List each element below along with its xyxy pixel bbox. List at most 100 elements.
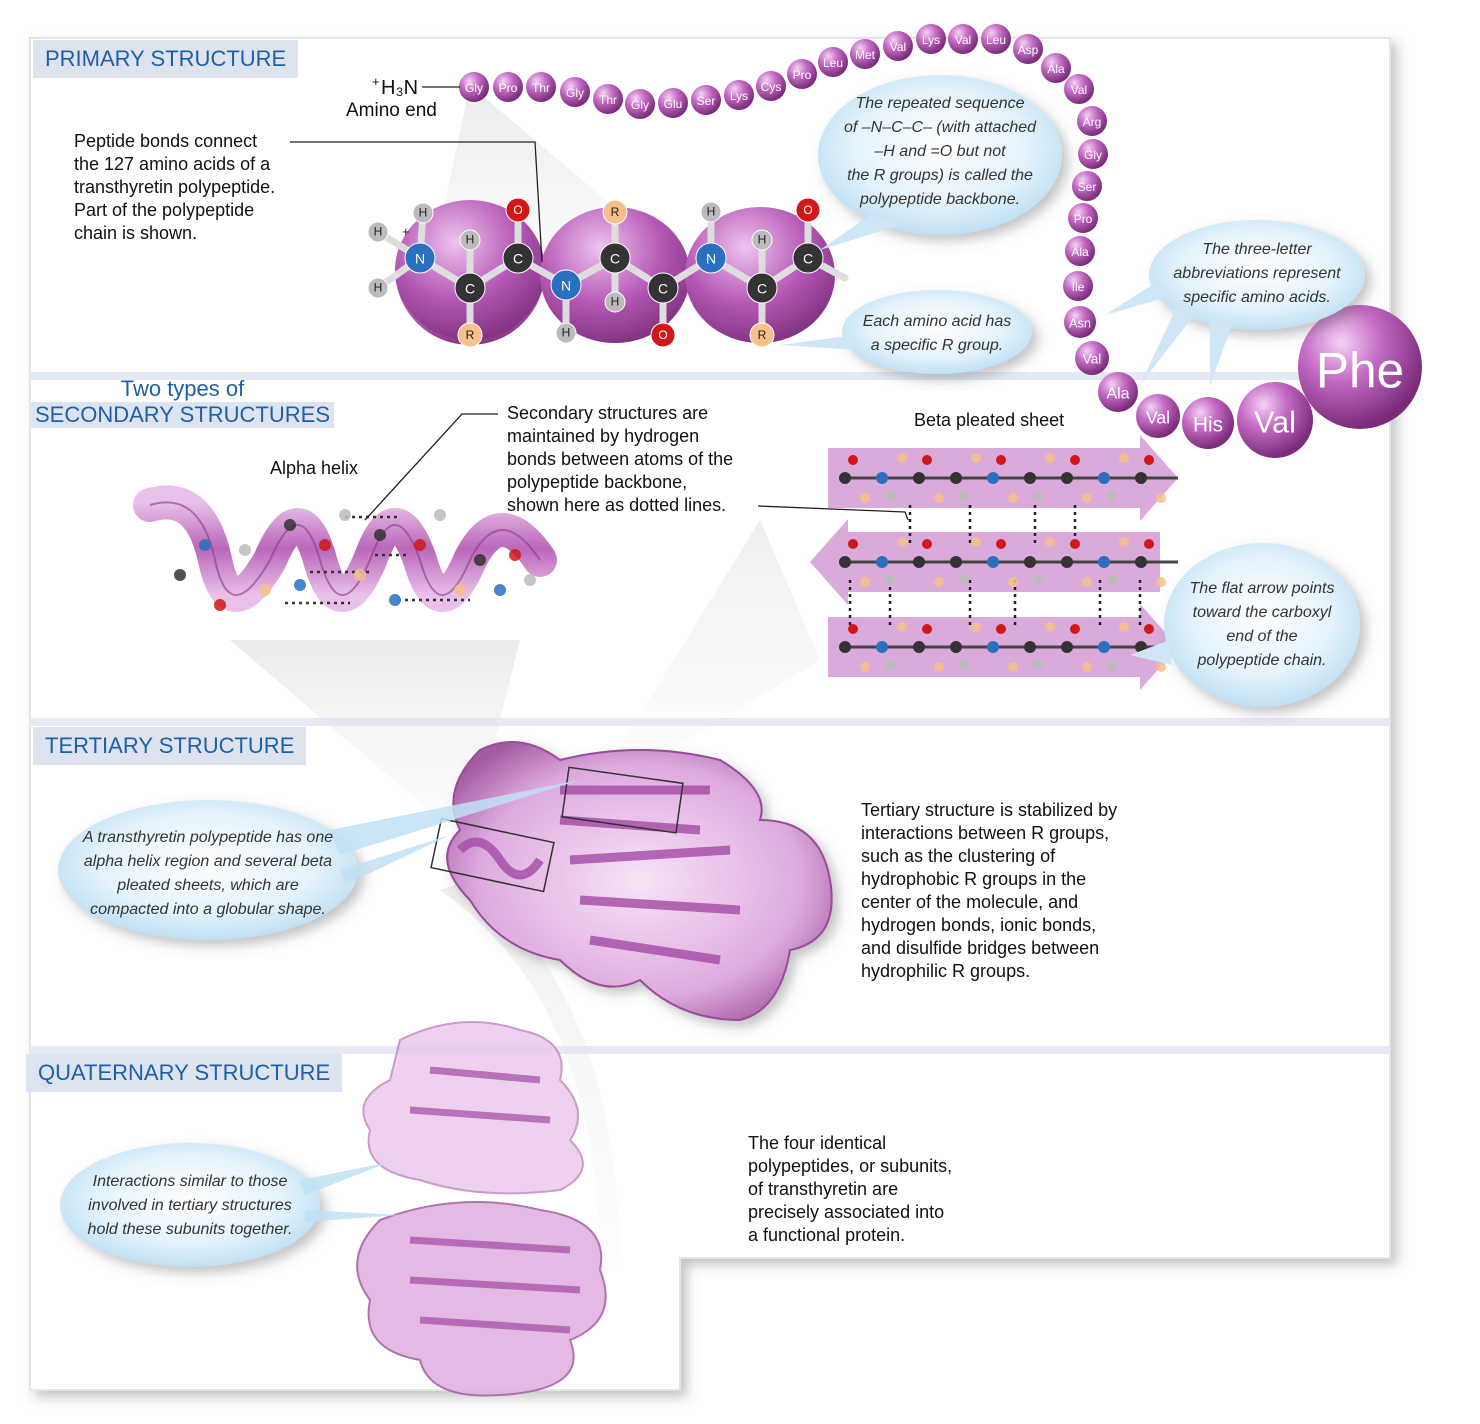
helix-atom: [354, 569, 366, 581]
amino-acid-bead: [1098, 372, 1138, 412]
amino-acid-bead: [1237, 382, 1313, 458]
atom-label: O: [658, 328, 667, 342]
amino-acid-bead: [1013, 34, 1043, 64]
beta-rgroup: [1119, 537, 1129, 547]
atom-label: R: [758, 328, 767, 342]
beta-atom: [1135, 556, 1147, 568]
amino-acid-label: Val: [1254, 406, 1296, 440]
amino-acid-label: Ala: [1071, 245, 1089, 259]
atom-sphere: [795, 197, 821, 223]
beta-atom: [1107, 491, 1117, 501]
amino-acid-bead: [1041, 53, 1071, 83]
amino-acid-bead: [1068, 203, 1098, 233]
helix-atom: [494, 584, 506, 596]
amino-acid-bead: [1075, 341, 1109, 375]
helix-atom: [339, 509, 351, 521]
amino-acid-label: Asp: [1018, 43, 1039, 57]
beta-rgroup: [934, 493, 944, 503]
beta-rgroup: [1008, 577, 1018, 587]
amino-end-charge: +: [372, 74, 380, 89]
amino-acid-bead: [818, 47, 848, 77]
section-label-primary: PRIMARY STRUCTURE: [33, 40, 299, 78]
beta-rgroup: [1156, 577, 1166, 587]
callout-bubbles: [58, 75, 1365, 1267]
amino-acid-bead: [593, 84, 623, 114]
beta-rgroup: [897, 537, 907, 547]
helix-atom: [284, 519, 296, 531]
amino-acid-label: Asn: [1069, 315, 1091, 330]
beta-rgroup: [1008, 493, 1018, 503]
beta-rgroup: [1082, 493, 1092, 503]
amino-acid-bead: [787, 59, 817, 89]
amino-acid-bead: [560, 77, 590, 107]
abbreviation-callout-text: The three-letter abbreviations represent…: [1173, 241, 1341, 306]
beta-rgroup: [971, 622, 981, 632]
beta-atom: [1061, 472, 1073, 484]
section-label-secondary-line2: SECONDARY STRUCTURES: [30, 402, 334, 428]
atom-label: N: [561, 277, 571, 293]
helix-atom: [389, 594, 401, 606]
beta-atom: [885, 491, 895, 501]
section-label-secondary-line1: Two types of: [120, 376, 245, 401]
beta-atom: [839, 556, 851, 568]
atom-label: C: [513, 250, 523, 266]
amino-acid-bead: [981, 24, 1011, 54]
amino-acid-bead: [1072, 171, 1102, 201]
beta-atom: [1098, 472, 1110, 484]
amino-acid-bead: [1077, 106, 1107, 136]
atom-sphere: [749, 322, 775, 348]
amino-acid-label: Val: [1071, 83, 1087, 97]
amino-acid-label: Lys: [730, 89, 748, 103]
amino-acid-bead: [883, 31, 913, 61]
amino-acid-bead: [1063, 271, 1093, 301]
quaternary-protein: [356, 1021, 607, 1397]
beta-rgroup: [1119, 453, 1129, 463]
beta-atom: [1033, 491, 1043, 501]
beta-sheet-label: Beta pleated sheet: [914, 410, 1065, 430]
peptide-bonds-text: Peptide bonds connect the 127 amino acid…: [74, 131, 276, 243]
beta-rgroup: [1082, 577, 1092, 587]
beta-atom: [876, 472, 888, 484]
alpha-helix-atoms: [174, 509, 536, 611]
beta-atom: [913, 472, 925, 484]
helix-atom: [414, 539, 426, 551]
beta-atom: [987, 556, 999, 568]
helix-atom: [214, 599, 226, 611]
atom-sphere: [599, 242, 631, 274]
section-label-secondary: Two types of SECONDARY STRUCTURES: [30, 376, 335, 428]
amino-acid-label: Gly: [1084, 148, 1102, 162]
beta-atom: [848, 539, 858, 549]
atom-label: H: [466, 233, 475, 247]
amino-acid-label: Val: [1146, 407, 1170, 427]
atom-label: O: [513, 203, 522, 217]
beta-atom: [1024, 556, 1036, 568]
beta-atom: [839, 472, 851, 484]
helix-atom: [454, 584, 466, 596]
amino-acid-label: Gly: [465, 81, 483, 95]
beta-atom: [1033, 575, 1043, 585]
atom-label: H: [374, 281, 383, 295]
amino-acid-label: Ile: [1072, 280, 1085, 294]
atom-label: N: [415, 250, 425, 266]
beta-atom: [876, 556, 888, 568]
beta-atom: [959, 660, 969, 670]
amino-acid-label: Thr: [599, 93, 617, 107]
atom-label: H: [758, 233, 767, 247]
alpha-helix: [133, 485, 557, 612]
atom-label: C: [803, 250, 813, 266]
beta-rgroup: [1082, 662, 1092, 672]
atom-sphere: [367, 221, 389, 243]
beta-atom: [1024, 472, 1036, 484]
amino-acid-label: Leu: [986, 33, 1006, 47]
beta-atom: [1070, 539, 1080, 549]
amino-acid-label: Ala: [1106, 386, 1129, 403]
beta-rgroup: [971, 537, 981, 547]
amino-acid-label: Ser: [1078, 180, 1097, 194]
atom-sphere: [459, 229, 481, 251]
amino-acid-label: Val: [955, 33, 971, 47]
helix-atom: [319, 539, 331, 551]
atom-sphere: [412, 202, 434, 224]
beta-atom: [1135, 472, 1147, 484]
beta-atom: [876, 641, 888, 653]
beta-atom: [1144, 624, 1154, 634]
